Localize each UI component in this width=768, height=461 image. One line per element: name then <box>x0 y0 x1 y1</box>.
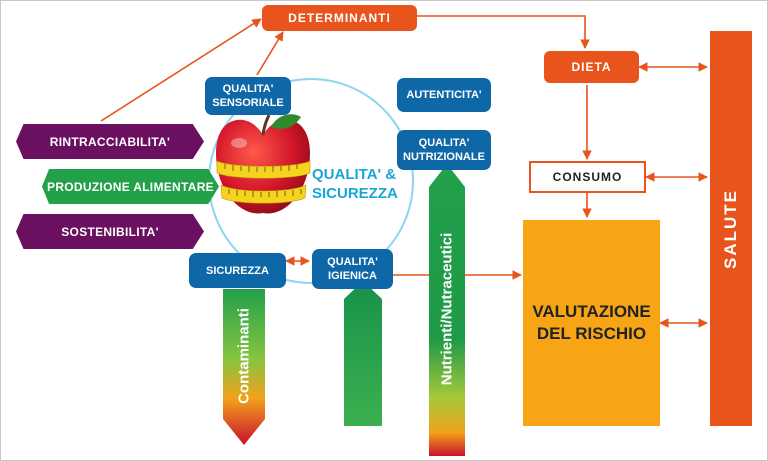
sicurezza-node: SICUREZZA <box>189 253 286 288</box>
qualita-nutrizionale-node: QUALITA' NUTRIZIONALE <box>397 130 491 170</box>
produzione-alimentare-label: PRODUZIONE ALIMENTARE <box>42 169 219 204</box>
autenticita-node: AUTENTICITA' <box>397 78 491 112</box>
determinanti-node: DETERMINANTI <box>262 5 417 31</box>
apple-with-measuring-tape-icon <box>215 114 311 214</box>
qualita-igienica-arrow <box>344 281 382 426</box>
contaminanti-arrow <box>223 289 265 445</box>
valutazione-rischio-label: VALUTAZIONE DEL RISCHIO <box>532 302 651 343</box>
connector-rintracciabilita-determinanti <box>100 18 262 122</box>
connector-determinanti-dieta <box>417 15 590 49</box>
rintracciabilita-label: RINTRACCIABILITA' <box>16 124 204 159</box>
dieta-node: DIETA <box>544 51 639 83</box>
consumo-node: CONSUMO <box>529 161 646 193</box>
qualita-igienica-node: QUALITA' IGIENICA <box>312 249 393 289</box>
qualita-sicurezza-label: QUALITA' & SICUREZZA <box>312 166 398 202</box>
contaminanti-label: Contaminanti <box>235 308 253 404</box>
connector-sensoriale-determinanti <box>256 31 284 76</box>
salute-label: SALUTE <box>721 188 740 269</box>
qualita-sensoriale-node: QUALITA' SENSORIALE <box>205 77 291 115</box>
salute-bar: SALUTE <box>710 31 752 426</box>
nutrienti-arrow <box>429 164 465 456</box>
valutazione-rischio-node: VALUTAZIONE DEL RISCHIO <box>523 220 660 426</box>
sostenibilita-label: SOSTENIBILITA' <box>16 214 204 249</box>
nutrienti-nutraceutici-label: Nutrienti/Nutraceutici <box>438 232 456 386</box>
